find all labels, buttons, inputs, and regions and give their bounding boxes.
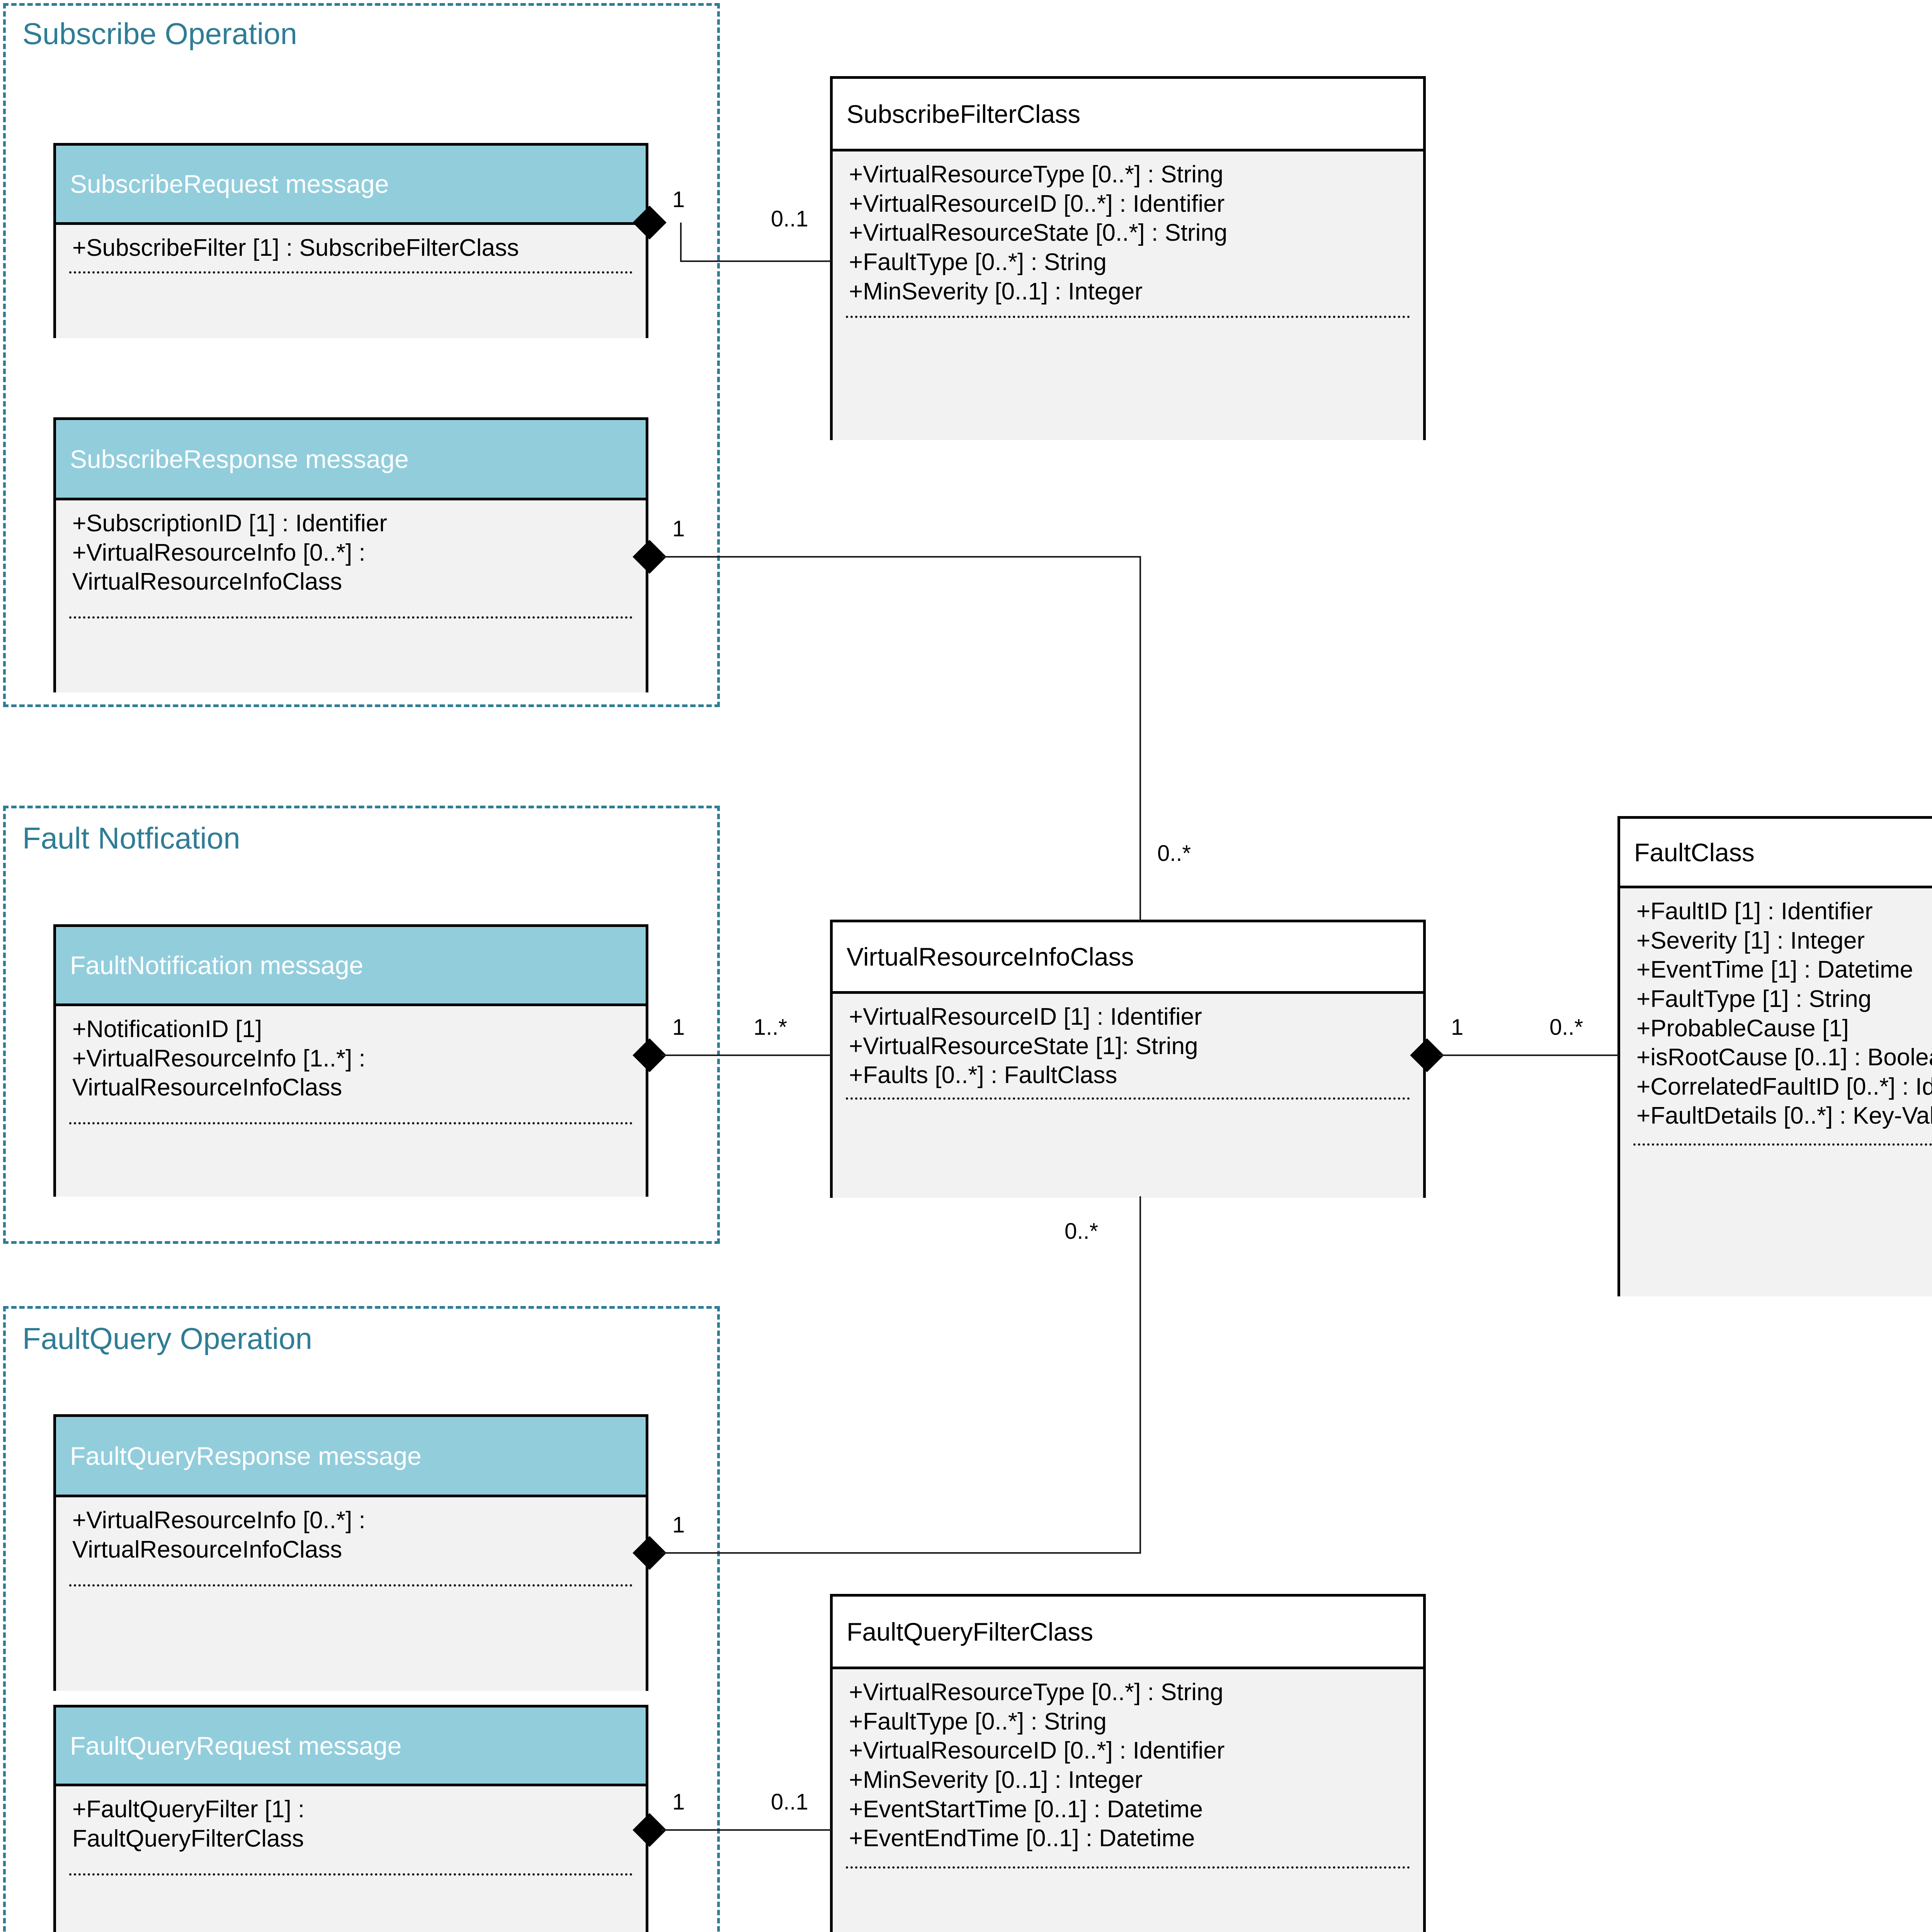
attribute: VirtualResourceInfoClass	[72, 1536, 342, 1563]
class-box-subscribe-request[interactable]: SubscribeRequest message +SubscribeFilte…	[53, 143, 648, 338]
association-line-a2-vertical	[1139, 556, 1141, 921]
association-line-a2-horizontal	[662, 556, 1141, 558]
attribute: +VirtualResourceType [0..*] : String	[849, 161, 1223, 188]
attribute: +MinSeverity [0..1] : Integer	[849, 278, 1143, 305]
compartment-separator	[69, 616, 633, 619]
class-header-fault-class: FaultClass	[1620, 819, 1932, 888]
compartment-separator	[69, 271, 633, 274]
association-line-a5-vertical	[1139, 1196, 1141, 1553]
attribute: +EventStartTime [0..1] : Datetime	[849, 1796, 1203, 1823]
association-line-a1-horizontal	[680, 260, 831, 262]
attribute: +VirtualResourceInfo [1..*] :	[72, 1045, 366, 1072]
class-header-fault-notification: FaultNotification message	[56, 927, 646, 1006]
attribute: +EventTime [1] : Datetime	[1636, 956, 1913, 983]
class-box-fault-class[interactable]: FaultClass +FaultID [1] : Identifier +Se…	[1617, 816, 1932, 1296]
attribute: +VirtualResourceID [0..*] : Identifier	[849, 190, 1225, 217]
class-box-subscribe-filter-class[interactable]: SubscribeFilterClass +VirtualResourceTyp…	[830, 76, 1426, 440]
compartment-separator	[846, 1866, 1410, 1869]
class-box-virtual-resource-info-class[interactable]: VirtualResourceInfoClass +VirtualResourc…	[830, 920, 1426, 1198]
class-body-fault-query-response: +VirtualResourceInfo [0..*] : VirtualRes…	[56, 1497, 646, 1691]
compartment-separator	[1633, 1143, 1932, 1146]
class-body-fault-query-filter-class: +VirtualResourceType [0..*] : String +Fa…	[833, 1669, 1423, 1932]
attribute: +NotificationID [1]	[72, 1016, 262, 1043]
class-header-fault-query-response: FaultQueryResponse message	[56, 1417, 646, 1497]
attribute: +VirtualResourceInfo [0..*] :	[72, 1507, 366, 1534]
attribute: +VirtualResourceInfo [0..*] :	[72, 539, 366, 566]
class-box-fault-query-request[interactable]: FaultQueryRequest message +FaultQueryFil…	[53, 1705, 648, 1932]
multiplicity-a6-target: 0..1	[771, 1789, 808, 1815]
class-box-fault-query-filter-class[interactable]: FaultQueryFilterClass +VirtualResourceTy…	[830, 1594, 1426, 1932]
association-line-a3-horizontal	[662, 1054, 832, 1056]
attribute: +FaultType [0..*] : String	[849, 248, 1107, 276]
multiplicity-a4-target: 0..*	[1549, 1015, 1583, 1040]
multiplicity-a2-source: 1	[672, 516, 685, 541]
group-title-fault-notification: Fault Notfication	[22, 821, 240, 855]
attribute: +isRootCause [0..1] : Boolean	[1636, 1044, 1932, 1071]
attribute: +VirtualResourceState [0..*] : String	[849, 219, 1228, 247]
attribute: +FaultQueryFilter [1] :	[72, 1796, 305, 1823]
class-header-fault-query-filter-class: FaultQueryFilterClass	[833, 1597, 1423, 1669]
multiplicity-a3-source: 1	[672, 1015, 685, 1040]
compartment-separator	[69, 1873, 633, 1876]
attribute: +CorrelatedFaultID [0..*] : Identifier	[1636, 1073, 1932, 1100]
association-line-a5-horizontal	[662, 1552, 1141, 1554]
group-subscribe-operation	[3, 3, 720, 707]
multiplicity-a5-target: 0..*	[1065, 1219, 1099, 1244]
association-line-a6-horizontal	[662, 1829, 832, 1831]
association-line-a4-horizontal	[1439, 1054, 1619, 1056]
class-header-fault-query-request: FaultQueryRequest message	[56, 1708, 646, 1786]
multiplicity-a6-source: 1	[672, 1789, 685, 1815]
group-faultquery-operation	[3, 1306, 720, 1932]
attribute: +VirtualResourceID [0..*] : Identifier	[849, 1737, 1225, 1764]
attribute: +VirtualResourceState [1]: String	[849, 1032, 1198, 1060]
class-box-subscribe-response[interactable]: SubscribeResponse message +SubscriptionI…	[53, 417, 648, 692]
attribute: +ProbableCause [1]	[1636, 1015, 1849, 1042]
attribute: +Faults [0..*] : FaultClass	[849, 1062, 1117, 1089]
multiplicity-a4-source: 1	[1451, 1015, 1464, 1040]
class-box-fault-query-response[interactable]: FaultQueryResponse message +VirtualResou…	[53, 1414, 648, 1691]
class-body-fault-notification: +NotificationID [1] +VirtualResourceInfo…	[56, 1006, 646, 1197]
attribute: VirtualResourceInfoClass	[72, 1074, 342, 1101]
attribute: +VirtualResourceID [1] : Identifier	[849, 1003, 1202, 1030]
class-body-fault-query-request: +FaultQueryFilter [1] : FaultQueryFilter…	[56, 1786, 646, 1932]
group-title-faultquery-operation: FaultQuery Operation	[22, 1321, 313, 1355]
class-body-fault-class: +FaultID [1] : Identifier +Severity [1] …	[1620, 888, 1932, 1296]
attribute: +FaultType [1] : String	[1636, 985, 1872, 1012]
attribute: FaultQueryFilterClass	[72, 1825, 304, 1852]
class-header-subscribe-request: SubscribeRequest message	[56, 146, 646, 225]
attribute: +VirtualResourceType [0..*] : String	[849, 1679, 1223, 1706]
multiplicity-a1-source: 1	[672, 187, 685, 212]
attribute: +FaultID [1] : Identifier	[1636, 898, 1873, 925]
class-header-subscribe-response: SubscribeResponse message	[56, 420, 646, 500]
multiplicity-a2-target: 0..*	[1157, 841, 1191, 866]
class-body-subscribe-response: +SubscriptionID [1] : Identifier +Virtua…	[56, 500, 646, 692]
multiplicity-a5-source: 1	[672, 1512, 685, 1537]
compartment-separator	[846, 316, 1410, 318]
attribute: +Severity [1] : Integer	[1636, 927, 1865, 954]
class-header-virtual-resource-info-class: VirtualResourceInfoClass	[833, 922, 1423, 994]
association-line-a1-vertical	[680, 223, 682, 261]
compartment-separator	[69, 1584, 633, 1587]
multiplicity-a1-target: 0..1	[771, 206, 808, 231]
group-title-subscribe-operation: Subscribe Operation	[22, 17, 298, 51]
attribute: VirtualResourceInfoClass	[72, 568, 342, 595]
class-header-subscribe-filter-class: SubscribeFilterClass	[833, 79, 1423, 151]
attribute: +SubscribeFilter [1] : SubscribeFilterCl…	[72, 235, 519, 261]
class-body-subscribe-request: +SubscribeFilter [1] : SubscribeFilterCl…	[56, 225, 646, 338]
compartment-separator	[846, 1097, 1410, 1100]
attribute: +FaultType [0..*] : String	[849, 1708, 1107, 1735]
attribute: +SubscriptionID [1] : Identifier	[72, 510, 388, 537]
class-body-virtual-resource-info-class: +VirtualResourceID [1] : Identifier +Vir…	[833, 994, 1423, 1198]
compartment-separator	[69, 1122, 633, 1124]
attribute: +EventEndTime [0..1] : Datetime	[849, 1825, 1195, 1852]
multiplicity-a3-target: 1..*	[753, 1015, 787, 1040]
class-body-subscribe-filter-class: +VirtualResourceType [0..*] : String +Vi…	[833, 151, 1423, 440]
group-fault-notification	[3, 806, 720, 1244]
attribute: +FaultDetails [0..*] : Key-Value pairs	[1636, 1102, 1932, 1129]
class-box-fault-notification[interactable]: FaultNotification message +NotificationI…	[53, 924, 648, 1197]
attribute: +MinSeverity [0..1] : Integer	[849, 1766, 1143, 1793]
